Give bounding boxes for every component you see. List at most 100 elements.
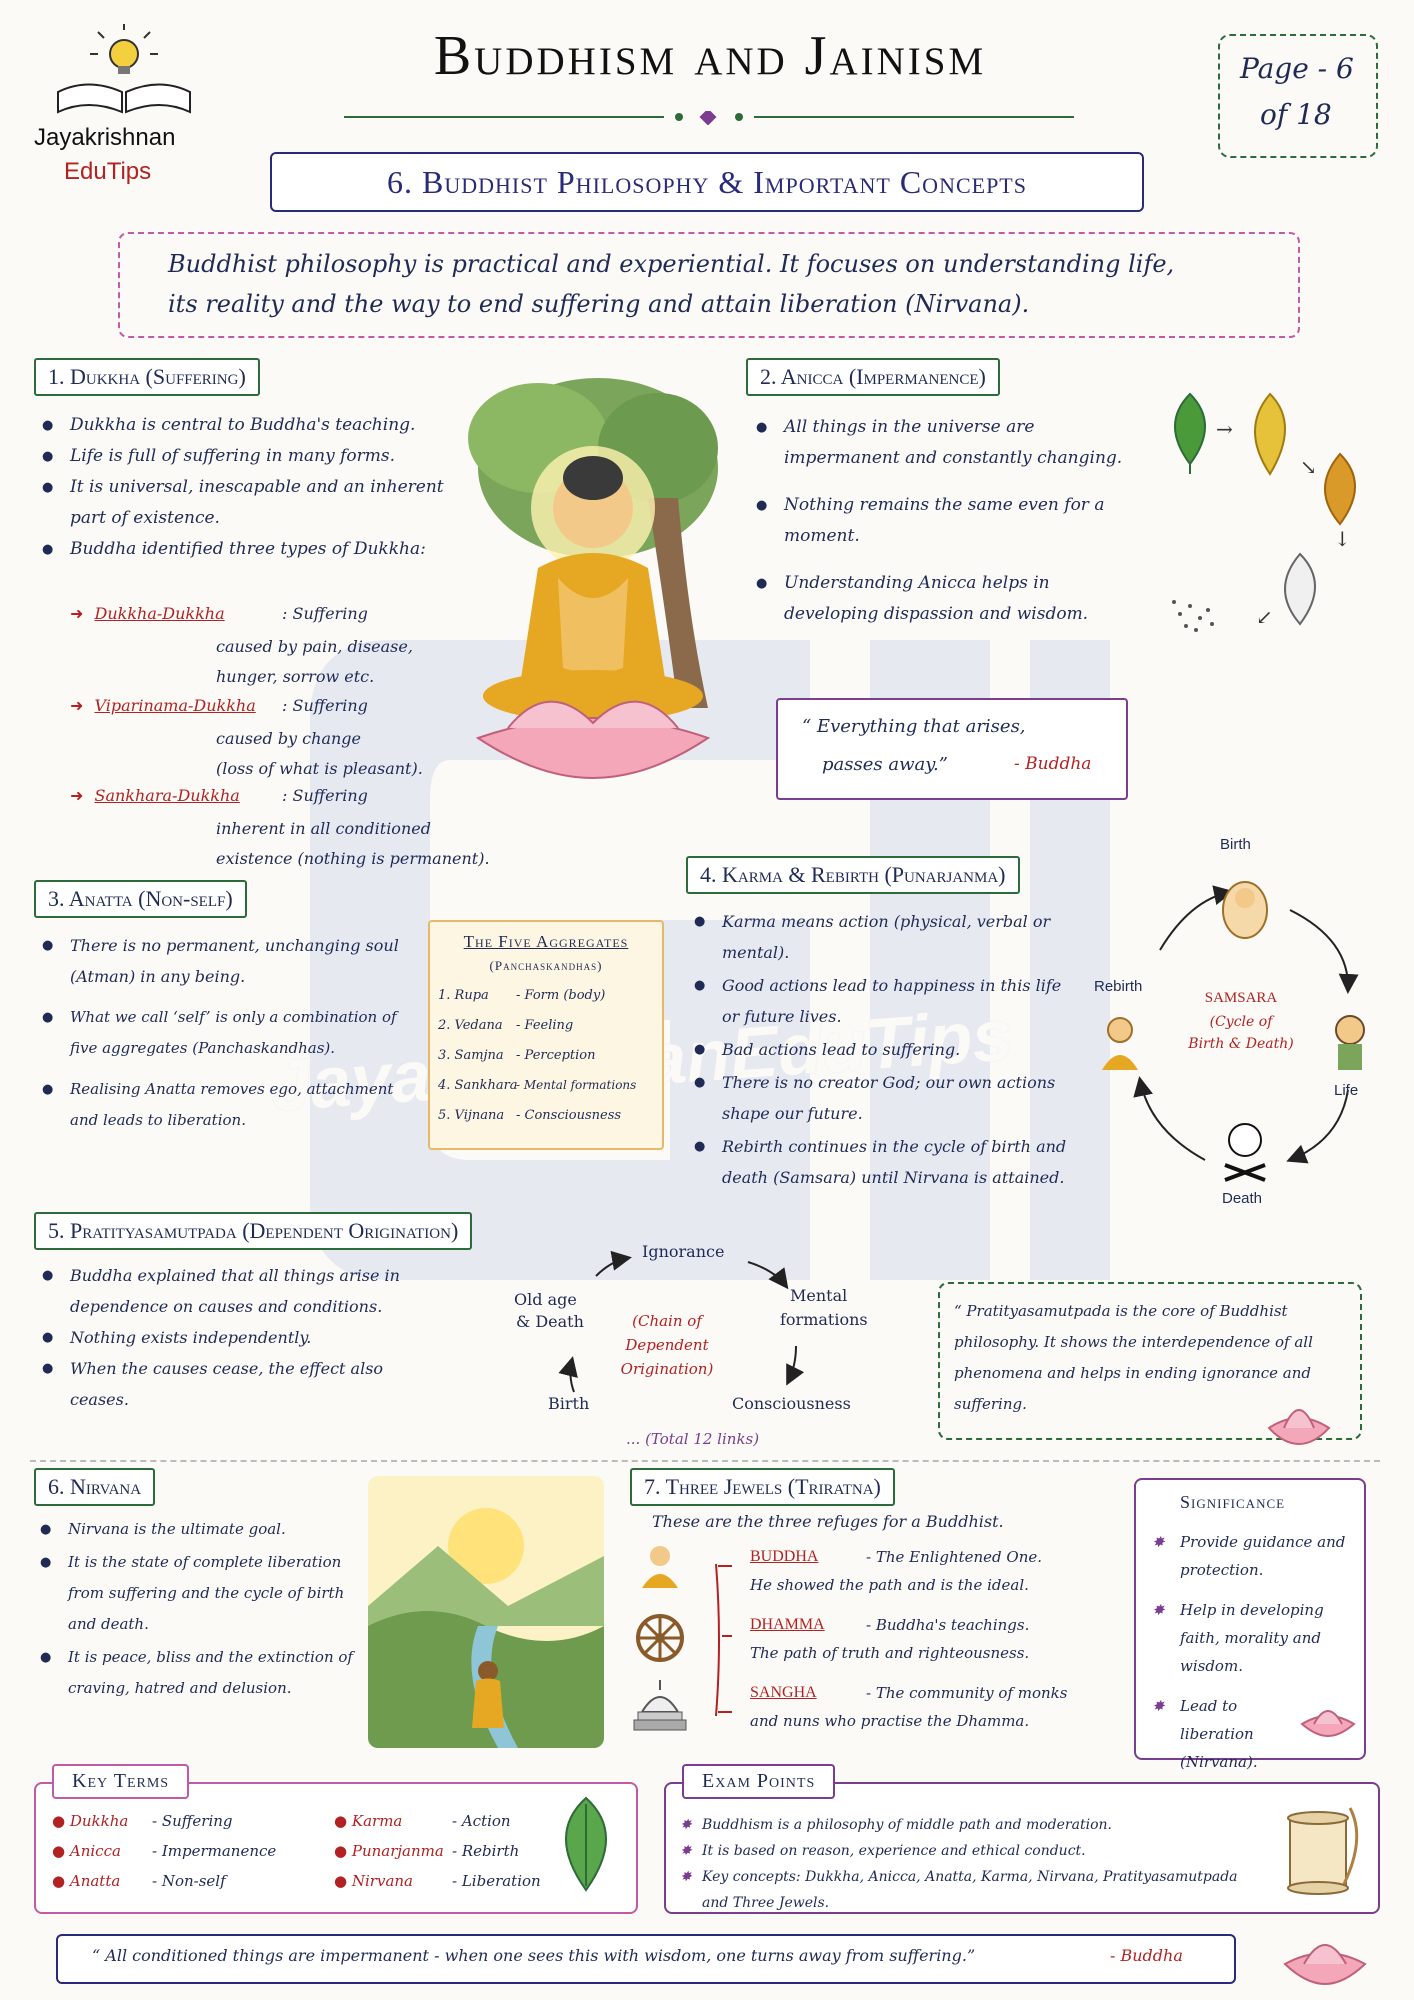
aggregate-item: 4. Sankhara- Mental formations — [438, 1078, 660, 1108]
key-term: ● Punarjanma- Rebirth — [334, 1842, 520, 1860]
chain-old-age: Old age — [514, 1290, 577, 1309]
jewels-heading: 7. Three Jewels (Triratna) — [630, 1468, 895, 1506]
significance-heading: Significance — [1180, 1492, 1286, 1512]
anicca-bullet: All things in the universe are impermane… — [752, 412, 1144, 474]
dukkha-type: ➜ Viparinama-Dukkha : Suffering caused b… — [70, 696, 490, 786]
jewel-item: SANGHA - The community of monks and nuns… — [630, 1676, 1110, 1744]
key-term: ● Nirvana- Liberation — [334, 1872, 541, 1890]
pratitya-note: “ Pratityasamutpada is the core of Buddh… — [954, 1302, 1313, 1413]
pratitya-bullet: When the causes cease, the effect also c… — [38, 1353, 438, 1415]
footer-quote-author: - Buddha — [1110, 1946, 1183, 1965]
brand-logo — [48, 22, 198, 122]
key-term-word: Karma — [351, 1812, 403, 1830]
brand-name: Jayakrishnan — [34, 124, 176, 151]
pratitya-heading: 5. Pratityasamutpada (Dependent Originat… — [34, 1212, 473, 1250]
aggregate-num: 1. Rupa — [438, 988, 489, 1003]
jewels-bracket — [712, 1560, 742, 1720]
exam-point: ✸Buddhism is a philosophy of middle path… — [680, 1817, 1112, 1833]
karma-heading: 4. Karma & Rebirth (Punarjanma) — [686, 856, 1020, 894]
key-term-word: Nirvana — [351, 1872, 413, 1890]
key-term-meaning: - Action — [452, 1812, 511, 1830]
dukkha-bullet: Life is full of suffering in many forms. — [38, 441, 458, 472]
dukkha-type-desc: existence (nothing is permanent). — [216, 849, 490, 868]
nirvana-bullet: It is peace, bliss and the extinction of… — [36, 1642, 366, 1704]
key-term-word: Anicca — [69, 1842, 121, 1860]
exam-points-list: ✸Buddhism is a philosophy of middle path… — [678, 1812, 1238, 1916]
svg-text:↓: ↓ — [1334, 527, 1351, 551]
dukkha-type-desc: (loss of what is pleasant). — [216, 759, 423, 778]
exam-point: ✸It is based on reason, experience and e… — [680, 1843, 1086, 1859]
page-of: of 18 — [1260, 98, 1332, 131]
anicca-bullets: All things in the universe are impermane… — [752, 412, 1144, 630]
aggregate-num: 2. Vedana — [438, 1018, 503, 1033]
chain-birth: Birth — [548, 1394, 590, 1413]
jewel-desc: The path of truth and righteousness. — [750, 1644, 1030, 1662]
intro-line-2: its reality and the way to end suffering… — [168, 290, 1030, 318]
anicca-quote-author: - Buddha — [1014, 754, 1092, 774]
jewel-title: - Buddha's teachings. — [866, 1616, 1030, 1634]
jewel-desc: He showed the path and is the ideal. — [750, 1576, 1029, 1594]
key-term-word: Dukkha — [69, 1812, 129, 1830]
karma-bullets: Karma means action (physical, verbal or … — [690, 906, 1070, 1193]
anicca-bullet: Nothing remains the same even for a mome… — [752, 490, 1144, 552]
significance-box: Significance ✸Provide guidance and prote… — [1134, 1478, 1366, 1771]
nirvana-bullet: Nirvana is the ultimate goal. — [36, 1514, 366, 1545]
karma-bullet: Bad actions lead to suffering. — [690, 1034, 1070, 1065]
key-terms-right: ● Karma- Action ● Punarjanma- Rebirth ● … — [334, 1812, 594, 1902]
chain-consciousness: Consciousness — [732, 1394, 851, 1413]
aggregates-subtitle: (Panchaskandhas) — [489, 958, 603, 973]
brand-subname: EduTips — [64, 158, 152, 185]
jewel-name: SANGHA — [750, 1684, 817, 1701]
svg-text:↘: ↘ — [1300, 455, 1317, 479]
buddha-icon — [642, 1546, 678, 1588]
footer-quote: “ All conditioned things are impermanent… — [92, 1946, 976, 1965]
cycle-death-label: Death — [1222, 1190, 1263, 1207]
key-term-word: Anatta — [69, 1872, 121, 1890]
pratitya-bullet: Nothing exists independently. — [38, 1322, 438, 1353]
cycle-center-title: SAMSARA — [1204, 990, 1278, 1006]
aggregates-list: 1. Rupa- Form (body) 2. Vedana- Feeling … — [438, 988, 660, 1138]
exam-points-box: Exam Points ✸Buddhism is a philosophy of… — [664, 1764, 1380, 1916]
jewel-item: DHAMMA - Buddha's teachings. The path of… — [630, 1608, 1110, 1676]
exam-point-text: It is based on reason, experience and et… — [702, 1843, 1086, 1859]
significance-list: ✸Provide guidance and protection. ✸Help … — [1146, 1528, 1358, 1776]
cycle-life-label: Life — [1334, 1082, 1359, 1099]
dukkha-bullet: It is universal, inescapable and an inhe… — [38, 472, 458, 534]
dukkha-type-desc: : Suffering — [282, 786, 368, 805]
key-terms-left: ● Dukkha- Suffering ● Anicca- Impermanen… — [52, 1812, 322, 1902]
intro-line-1: Buddhist philosophy is practical and exp… — [168, 250, 1175, 278]
nirvana-illustration — [368, 1476, 604, 1748]
svg-text:↙: ↙ — [1256, 605, 1273, 629]
exam-point-text: Key concepts: Dukkha, Anicca, Anatta, Ka… — [702, 1869, 1238, 1911]
dukkha-type: ➜ Dukkha-Dukkha : Suffering caused by pa… — [70, 604, 490, 696]
aggregate-desc: - Mental formations — [516, 1078, 637, 1092]
page-label: Page - 6 — [1240, 52, 1354, 85]
dukkha-type-name: Dukkha-Dukkha — [94, 604, 225, 623]
aggregate-desc: - Consciousness — [516, 1108, 622, 1123]
dukkha-type-name: Viparinama-Dukkha — [94, 696, 256, 715]
key-terms-heading: Key Terms — [52, 1764, 190, 1799]
chain-total: ... (Total 12 links) — [626, 1430, 760, 1448]
aggregate-desc: - Feeling — [516, 1018, 574, 1033]
aggregate-item: 3. Samjna- Perception — [438, 1048, 660, 1078]
chain-center: Dependent — [625, 1336, 709, 1354]
jewel-title: - The community of monks — [866, 1684, 1068, 1702]
intro-box: Buddhist philosophy is practical and exp… — [118, 232, 1300, 338]
dukkha-type-desc: hunger, sorrow etc. — [216, 667, 375, 686]
significance-text: Lead to liberation (Nirvana). — [1180, 1697, 1258, 1771]
aggregate-num: 3. Samjna — [438, 1048, 504, 1063]
page-number-box: Page - 6 of 18 — [1218, 34, 1378, 158]
key-term: ● Dukkha- Suffering — [52, 1812, 233, 1830]
chapter-title: 6. Buddhist Philosophy & Important Conce… — [270, 152, 1144, 212]
key-term-meaning: - Rebirth — [452, 1842, 520, 1860]
anatta-bullets: There is no permanent, unchanging soul (… — [38, 930, 420, 1136]
chain-center: Origination) — [620, 1360, 714, 1378]
dukkha-type-desc: caused by change — [216, 729, 361, 748]
anatta-bullet: Realising Anatta removes ego, attachment… — [38, 1074, 420, 1136]
dukkha-bullet: Dukkha is central to Buddha's teaching. — [38, 410, 458, 441]
chain-center: (Chain of — [632, 1312, 702, 1330]
nirvana-bullet: It is the state of complete liberation f… — [36, 1547, 366, 1640]
title-divider — [344, 108, 1074, 126]
jewels-list: BUDDHA - The Enlightened One. He showed … — [630, 1540, 1110, 1744]
stupa-icon — [633, 1680, 687, 1731]
